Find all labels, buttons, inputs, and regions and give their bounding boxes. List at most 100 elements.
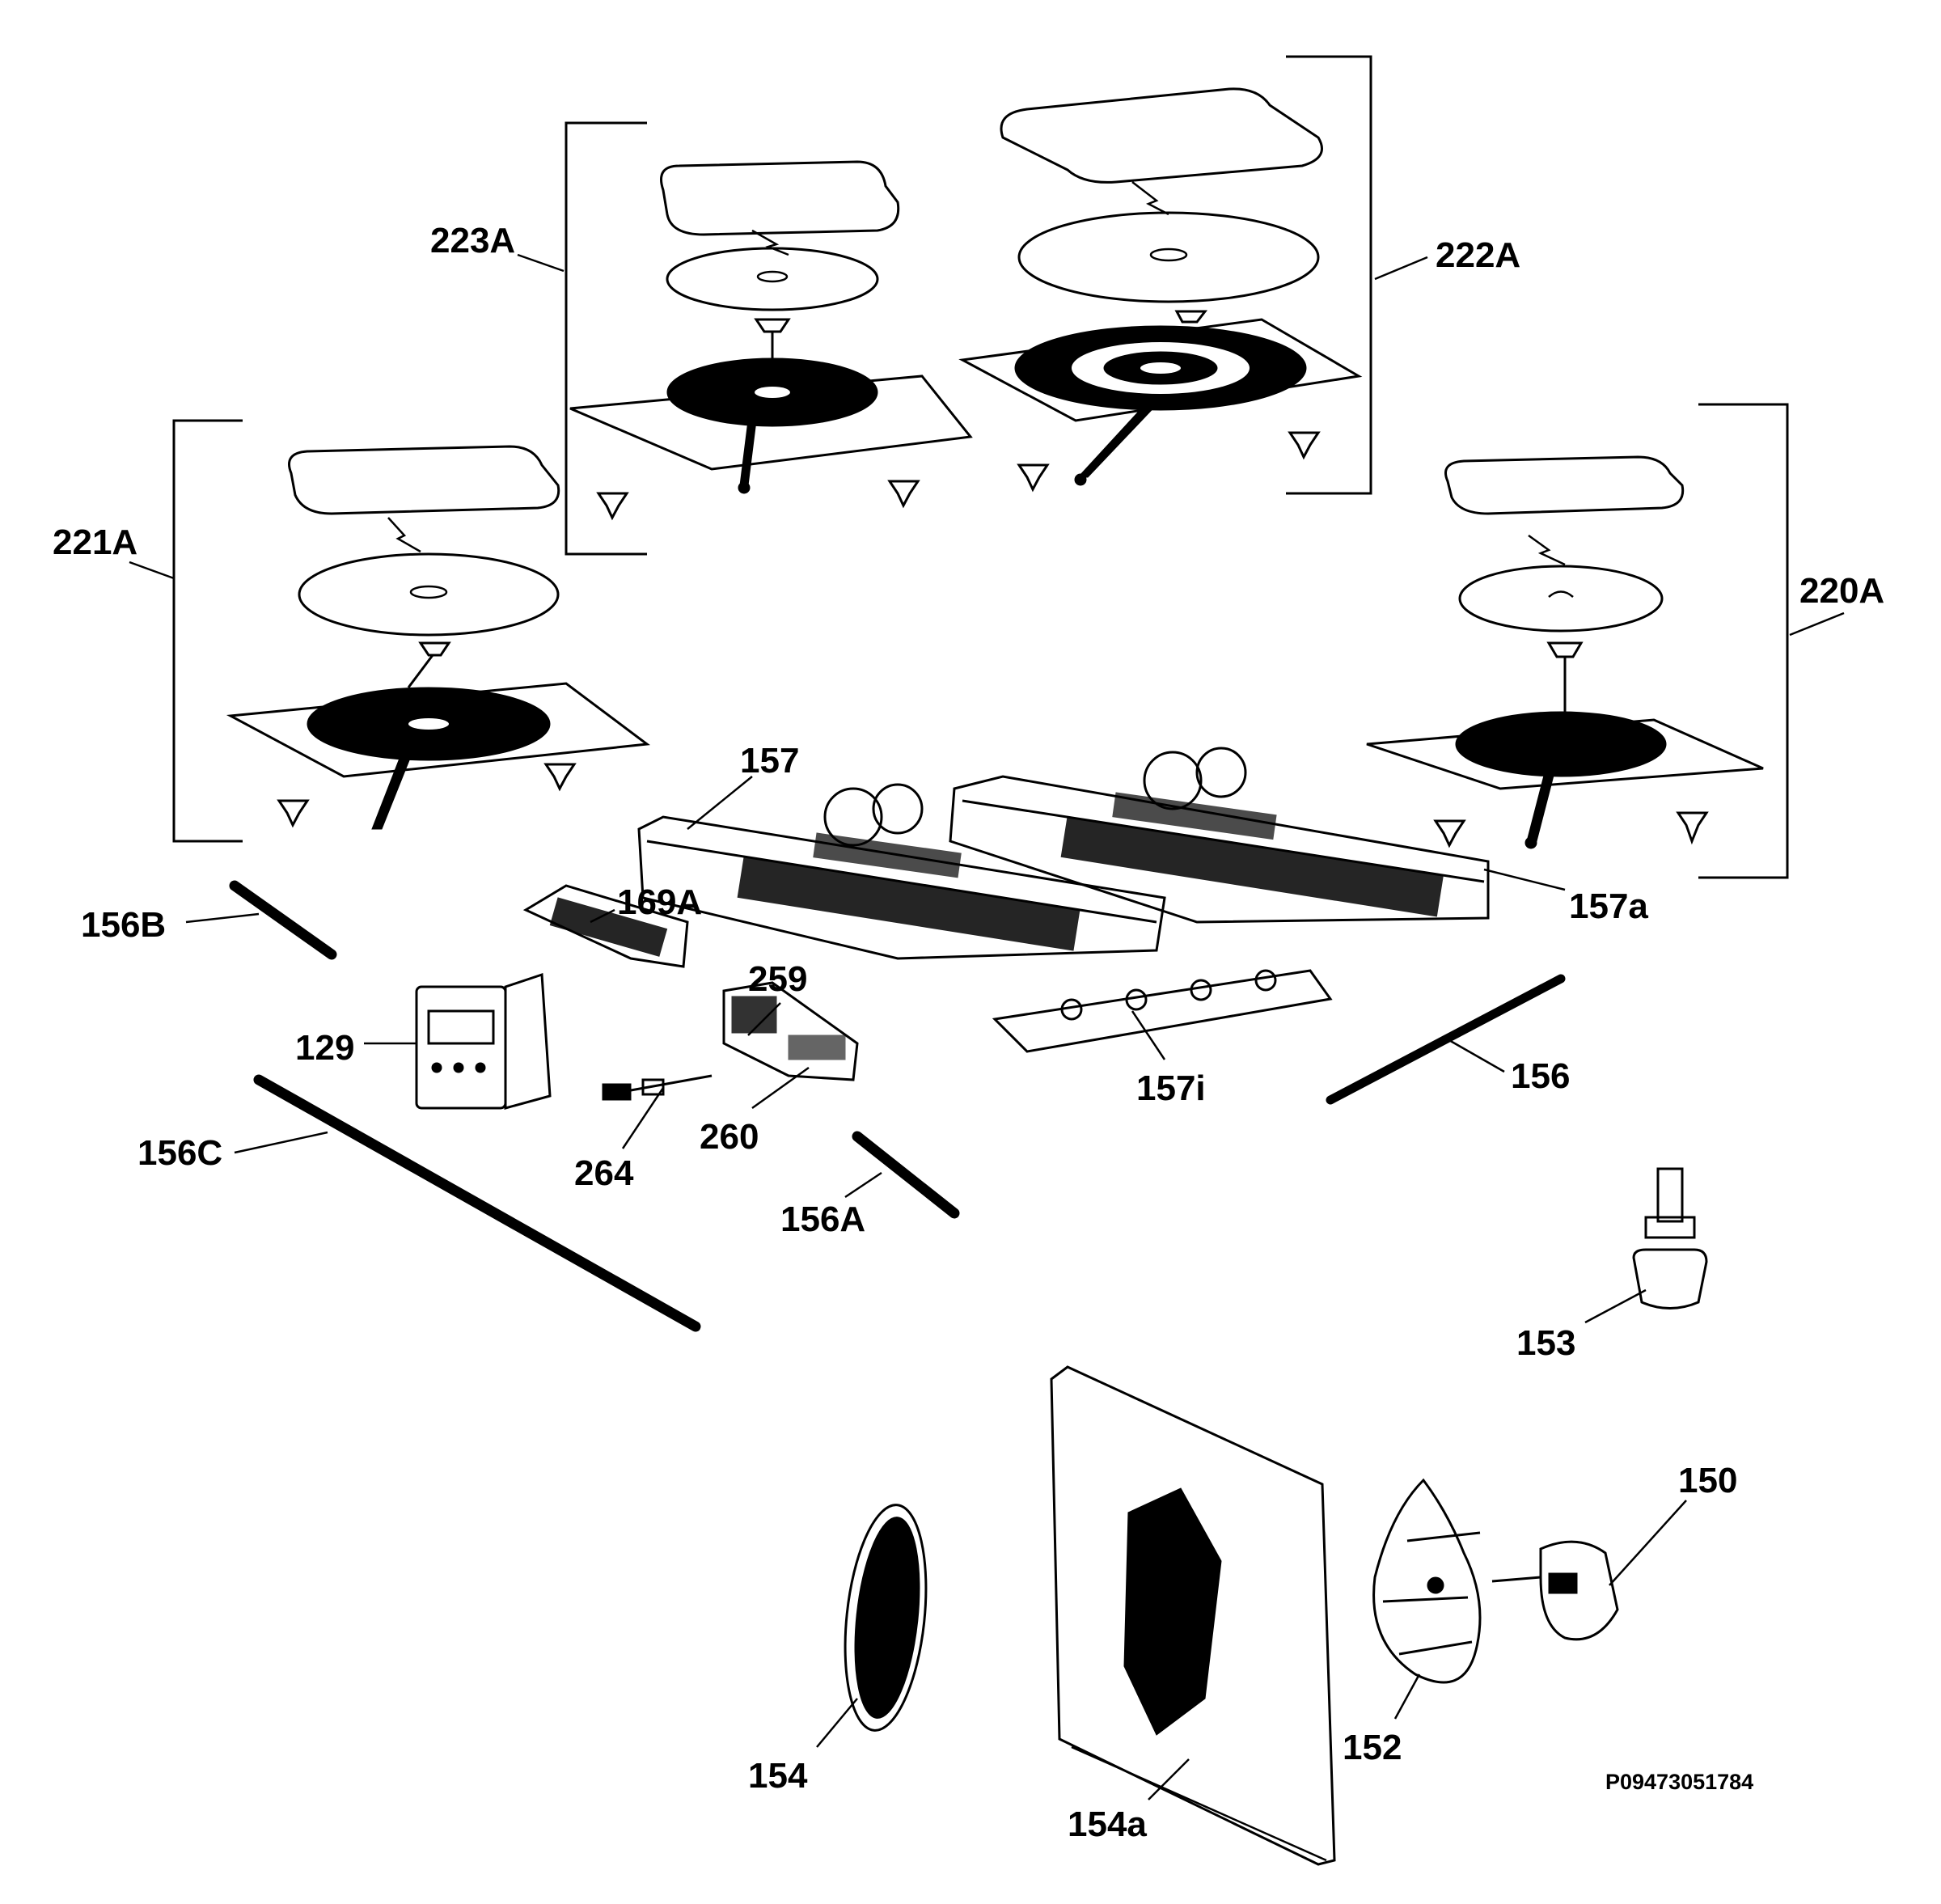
rod-156 bbox=[1326, 974, 1566, 1105]
label-157a: 157a bbox=[1569, 886, 1648, 926]
part-169A bbox=[522, 884, 689, 968]
frame-157a bbox=[949, 775, 1490, 924]
lamp-153-base bbox=[1644, 1216, 1696, 1239]
part-154 bbox=[844, 1504, 928, 1732]
part-154a bbox=[1050, 1365, 1336, 1866]
board-157-top bbox=[813, 832, 962, 878]
sensor-220A bbox=[1546, 641, 1584, 720]
cable-220A bbox=[1526, 772, 1555, 842]
label-154: 154 bbox=[748, 1756, 808, 1796]
part-222A-zone bbox=[958, 55, 1372, 495]
fan-152-blade bbox=[1372, 1478, 1482, 1684]
disc-222A bbox=[1017, 211, 1320, 303]
connector-264-body bbox=[641, 1078, 665, 1096]
label-152: 152 bbox=[1343, 1728, 1402, 1767]
cover-154-rim bbox=[844, 1504, 928, 1732]
part-157-zone bbox=[637, 783, 1166, 960]
leader-150 bbox=[1609, 1500, 1687, 1586]
switch-block bbox=[722, 981, 859, 1081]
panel-154a-edge bbox=[1071, 1745, 1327, 1862]
lamp-153-glass bbox=[1632, 1248, 1708, 1310]
leader-221A bbox=[129, 561, 175, 580]
part-221A-zone bbox=[172, 419, 650, 843]
switch-block-260 bbox=[788, 1035, 846, 1060]
leader-154a bbox=[1148, 1758, 1190, 1800]
panel-154a-grille bbox=[1123, 1487, 1222, 1736]
label-153: 153 bbox=[1516, 1323, 1575, 1363]
part-264 bbox=[602, 1074, 713, 1101]
timer-129-display bbox=[427, 1009, 495, 1045]
timer-129-body bbox=[415, 985, 507, 1110]
sensor-wire-220A bbox=[1528, 534, 1566, 566]
board-157i-cap-3 bbox=[1190, 979, 1212, 1001]
coil-center-221A bbox=[408, 718, 449, 730]
clip-222A-1 bbox=[1017, 463, 1050, 493]
part-220A-zone bbox=[1366, 403, 1789, 879]
sensor-wire-222A bbox=[1131, 181, 1169, 216]
coil-center-223A bbox=[755, 387, 790, 398]
bracket-223A bbox=[565, 121, 647, 556]
clip-223A-2 bbox=[887, 480, 920, 509]
label-156C: 156C bbox=[137, 1133, 222, 1173]
leader-220A bbox=[1789, 611, 1845, 637]
cable-end-220A bbox=[1524, 836, 1537, 849]
clip-221A-2 bbox=[543, 763, 577, 792]
leader-154 bbox=[816, 1698, 858, 1748]
fan-152-hub bbox=[1427, 1576, 1444, 1594]
part-157a-zone bbox=[949, 747, 1490, 924]
leader-222A bbox=[1374, 256, 1428, 281]
cover-154-mesh bbox=[854, 1517, 920, 1719]
rod-156C bbox=[253, 1074, 701, 1332]
sensor-wire-223A bbox=[751, 229, 789, 256]
label-259: 259 bbox=[748, 959, 807, 999]
timer-129-button-2 bbox=[453, 1062, 464, 1073]
clip-221A-1 bbox=[277, 799, 310, 828]
part-152 bbox=[1372, 1478, 1482, 1684]
motor-150-core bbox=[1548, 1572, 1578, 1594]
label-260: 260 bbox=[700, 1117, 759, 1157]
board-157i bbox=[992, 969, 1333, 1053]
label-222A: 222A bbox=[1436, 235, 1520, 275]
disc-hole-222A bbox=[1149, 248, 1188, 262]
block-169A-pins bbox=[549, 897, 668, 957]
part-153 bbox=[1632, 1167, 1708, 1310]
drawing-code: P09473051784 bbox=[1605, 1770, 1753, 1794]
leader-259 bbox=[747, 1002, 781, 1036]
leader-223A bbox=[517, 253, 565, 273]
leader-169A bbox=[590, 908, 615, 924]
cable-223A bbox=[739, 420, 757, 486]
leader-156B bbox=[185, 912, 260, 924]
board-157i-cap-1 bbox=[1060, 998, 1083, 1021]
connector-264-plug bbox=[602, 1083, 632, 1101]
glass-223A bbox=[660, 160, 900, 236]
label-220A: 220A bbox=[1799, 571, 1884, 611]
lamp-153-cap bbox=[1656, 1167, 1684, 1223]
rod-156A bbox=[852, 1131, 960, 1219]
disc-221A bbox=[298, 552, 560, 637]
label-223A: 223A bbox=[430, 221, 515, 260]
coil-220A bbox=[1455, 711, 1667, 777]
label-156: 156 bbox=[1511, 1056, 1570, 1096]
sensor-222A bbox=[1174, 310, 1208, 324]
leader-156 bbox=[1447, 1038, 1505, 1073]
sensor-wire-221A bbox=[387, 517, 421, 553]
clip-220A-2 bbox=[1676, 811, 1709, 845]
connector-264-wire bbox=[630, 1074, 713, 1092]
leader-156A bbox=[844, 1171, 882, 1199]
part-labels: 223A 222A 221A 220A 157 157a 156B 169A 2… bbox=[53, 221, 1884, 1844]
leader-157 bbox=[687, 776, 753, 830]
label-150: 150 bbox=[1678, 1461, 1737, 1500]
motor-150-shaft bbox=[1491, 1576, 1541, 1583]
part-129 bbox=[415, 972, 552, 1110]
board-157a-top bbox=[1112, 792, 1277, 840]
cable-221A bbox=[371, 755, 412, 830]
glass-220A bbox=[1444, 455, 1685, 515]
timer-129-button-1 bbox=[431, 1062, 442, 1073]
leader-264 bbox=[621, 1087, 665, 1149]
clip-223A-1 bbox=[596, 492, 629, 521]
board-157a bbox=[1060, 816, 1444, 917]
fan-152-vanes bbox=[1382, 1531, 1481, 1656]
disc-hole-221A bbox=[409, 585, 448, 599]
label-156A: 156A bbox=[780, 1200, 865, 1239]
